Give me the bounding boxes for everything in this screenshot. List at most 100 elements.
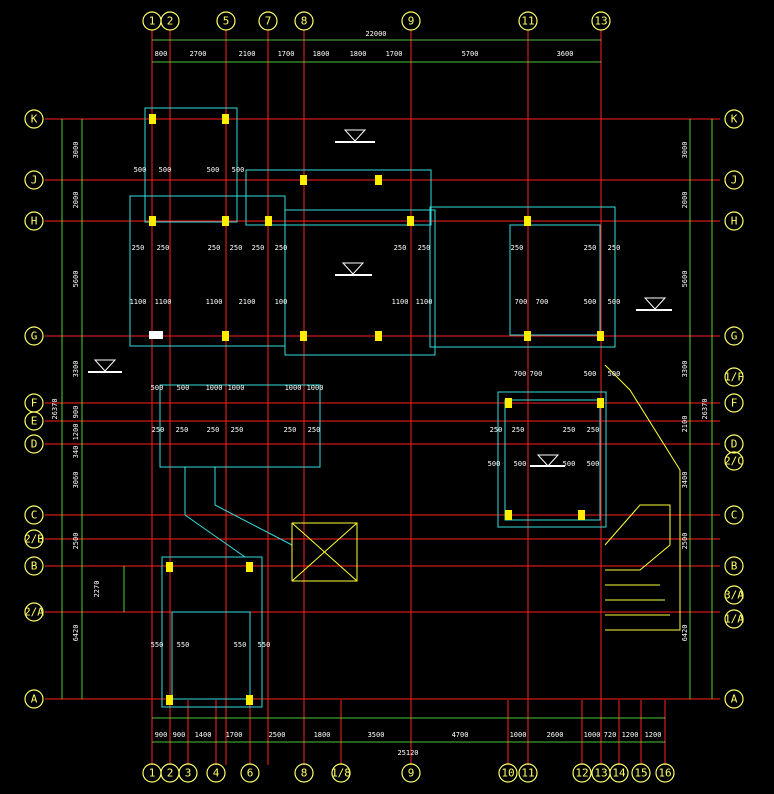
right-axis-bubble: B [731,560,738,573]
beam-label: 2100 [239,298,256,306]
beam-label: 250 [231,426,244,434]
beam-label: 500 [584,370,597,378]
right-axis-bubble-circle [724,393,744,413]
beam-label: 1100 [392,298,409,306]
axis-grid-lines [45,30,720,765]
right-axis-bubble: 1/F [724,371,744,384]
beam-label: 250 [132,244,145,252]
bottom-axis-bubble: 4 [213,767,220,780]
left-axis-bubble-circle [24,689,44,709]
beam-labels: 500 500 500 500 250 250 250 250 250 250 1100 1100 11… [130,166,621,649]
bottom-axis-bubble-circle [631,763,651,783]
right-axis-bubble: G [731,330,738,343]
right-axis-bubble: K [731,113,738,126]
right-axis-bubble: A [731,693,738,706]
bottom-dimension: 1800 [314,731,331,739]
bottom-dimension: 1400 [195,731,212,739]
bottom-axis-bubble-circle [240,763,260,783]
top-axis-bubble-circle [401,11,421,31]
beam-label: 250 [284,426,297,434]
right-axis-bubble-circle [724,367,744,387]
left-axis-bubble-circle [24,326,44,346]
bottom-axis-bubble: 11 [521,767,534,780]
left-axis-bubble: A [31,693,38,706]
beam-label: 500 [608,370,621,378]
beam-label: 500 [177,384,190,392]
bottom-dimension: 2500 [269,731,286,739]
top-total-dimension: 22000 [365,30,386,38]
top-dimension: 3600 [557,50,574,58]
beam-label: 100 [275,298,288,306]
beam-label: 500 [608,298,621,306]
bottom-axis-bubble-circle [206,763,226,783]
top-dimension: 2700 [190,50,207,58]
beam-label: 550 [151,641,164,649]
right-axis-bubble: D [731,438,738,451]
top-dimension: 5700 [462,50,479,58]
top-axis-bubble-circle [160,11,180,31]
left-axis-bubble: C [31,509,38,522]
bottom-axis-bubble-circle [655,763,675,783]
left-axis-bubble: J [31,174,38,187]
bottom-dimension: 1200 [622,731,639,739]
right-dimension: 2500 [681,533,689,550]
beam-label: 250 [587,426,600,434]
left-dimension: 2000 [72,192,80,209]
bottom-axis-bubble: 14 [612,767,626,780]
beam-label: 250 [308,426,321,434]
bottom-axis-bubble: 1 [149,767,156,780]
bottom-axis-bubble: 8 [301,767,308,780]
bottom-dimension: 1000 [584,731,601,739]
beam-label: 250 [512,426,525,434]
left-axis-bubble: F [31,397,38,410]
left-axis-bubble: B [31,560,38,573]
left-dimension: 5600 [72,271,80,288]
bottom-dimension: 4700 [452,731,469,739]
left-axis-bubble-circle [24,109,44,129]
beam-label: 700 [536,298,549,306]
left-dimension: 3060 [72,472,80,489]
left-dimension: 6420 [72,625,80,642]
right-axis-bubble-circle [724,211,744,231]
level-symbols [88,129,672,467]
top-axis-bubble: 2 [167,15,174,28]
bottom-dimension: 1700 [226,731,243,739]
bottom-dimension: 3500 [368,731,385,739]
top-dimension: 1700 [386,50,403,58]
bottom-axis-bubble: 3 [185,767,192,780]
right-dimension: 6420 [681,625,689,642]
bottom-axis-bubble-circle [401,763,421,783]
left-axis-bubble-circle [24,505,44,525]
left-axis-bubble: E [31,415,38,428]
beam-label: 500 [514,460,527,468]
top-axis-bubble: 13 [594,15,607,28]
bottom-axis-bubble: 13 [594,767,607,780]
beam-label: 500 [584,298,597,306]
top-dimension: 800 [155,50,168,58]
beam-label: 250 [584,244,597,252]
top-axis-bubble-circle [518,11,538,31]
beam-label: 500 [587,460,600,468]
left-axis-bubble: 2/B [24,533,44,546]
beam-label: 500 [207,166,220,174]
beam-label: 550 [258,641,271,649]
right-dimension: 3300 [681,361,689,378]
bottom-dimension: 2600 [547,731,564,739]
top-axis-bubble-circle [258,11,278,31]
bottom-dimension: 1000 [510,731,527,739]
bottom-axis-bubble: 12 [575,767,588,780]
right-axis-bubble: F [731,397,738,410]
beam-label: 1100 [155,298,172,306]
beam-label: 250 [275,244,288,252]
bottom-axis-bubble: 1/8 [331,767,351,780]
beam-label: 1100 [130,298,147,306]
left-axis-bubble-circle [24,434,44,454]
bottom-axis-bubble-circle [609,763,629,783]
